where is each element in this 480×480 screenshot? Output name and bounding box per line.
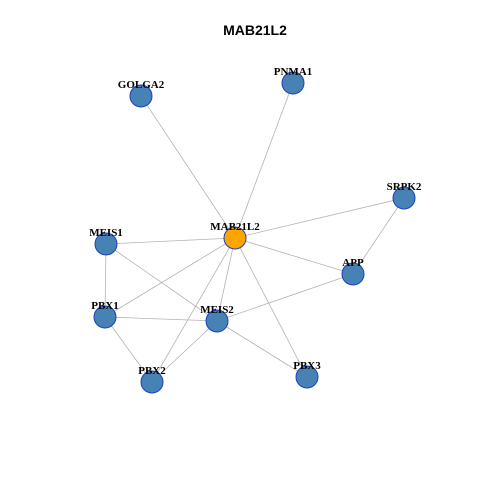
edge-srpk2-app xyxy=(352,197,405,275)
edge-pbx1-meis2 xyxy=(104,316,218,322)
edge-meis1-pbx1 xyxy=(104,243,107,318)
edge-mab21l2-pbx3 xyxy=(234,237,308,378)
edge-mab21l2-meis1 xyxy=(105,237,236,245)
node-label-pbx2: PBX2 xyxy=(138,365,166,377)
node-pbx2 xyxy=(140,370,164,394)
node-layer xyxy=(93,71,416,394)
node-label-pbx1: PBX1 xyxy=(91,300,119,312)
edge-meis1-meis2 xyxy=(105,243,218,322)
node-mab21l2 xyxy=(223,226,247,250)
edge-pbx1-pbx2 xyxy=(104,316,153,383)
node-label-srpk2: SRPK2 xyxy=(387,181,422,193)
edge-mab21l2-golga2 xyxy=(140,95,236,239)
node-pnma1 xyxy=(281,71,305,95)
edge-mab21l2-pbx2 xyxy=(151,237,236,383)
node-label-pnma1: PNMA1 xyxy=(274,66,313,78)
edge-mab21l2-srpk2 xyxy=(234,197,405,239)
edge-layer xyxy=(104,82,405,383)
node-label-pbx3: PBX3 xyxy=(293,360,321,372)
node-label-app: APP xyxy=(342,257,364,269)
node-meis2 xyxy=(205,309,229,333)
node-label-meis2: MEIS2 xyxy=(200,304,234,316)
edge-mab21l2-pbx1 xyxy=(104,237,236,318)
edge-meis2-pbx3 xyxy=(216,320,308,378)
node-label-golga2: GOLGA2 xyxy=(118,79,165,91)
node-app xyxy=(341,262,365,286)
node-golga2 xyxy=(129,84,153,108)
node-pbx3 xyxy=(295,365,319,389)
node-label-mab21l2: MAB21L2 xyxy=(210,221,260,233)
graph-title: MAB21L2 xyxy=(223,22,287,38)
edge-meis2-pbx2 xyxy=(151,320,218,383)
node-label-meis1: MEIS1 xyxy=(89,227,123,239)
node-meis1 xyxy=(94,232,118,256)
edge-meis2-app xyxy=(216,273,354,322)
edge-mab21l2-meis2 xyxy=(216,237,236,322)
node-pbx1 xyxy=(93,305,117,329)
edge-mab21l2-pnma1 xyxy=(234,82,294,239)
node-srpk2 xyxy=(392,186,416,210)
edge-mab21l2-app xyxy=(234,237,354,275)
